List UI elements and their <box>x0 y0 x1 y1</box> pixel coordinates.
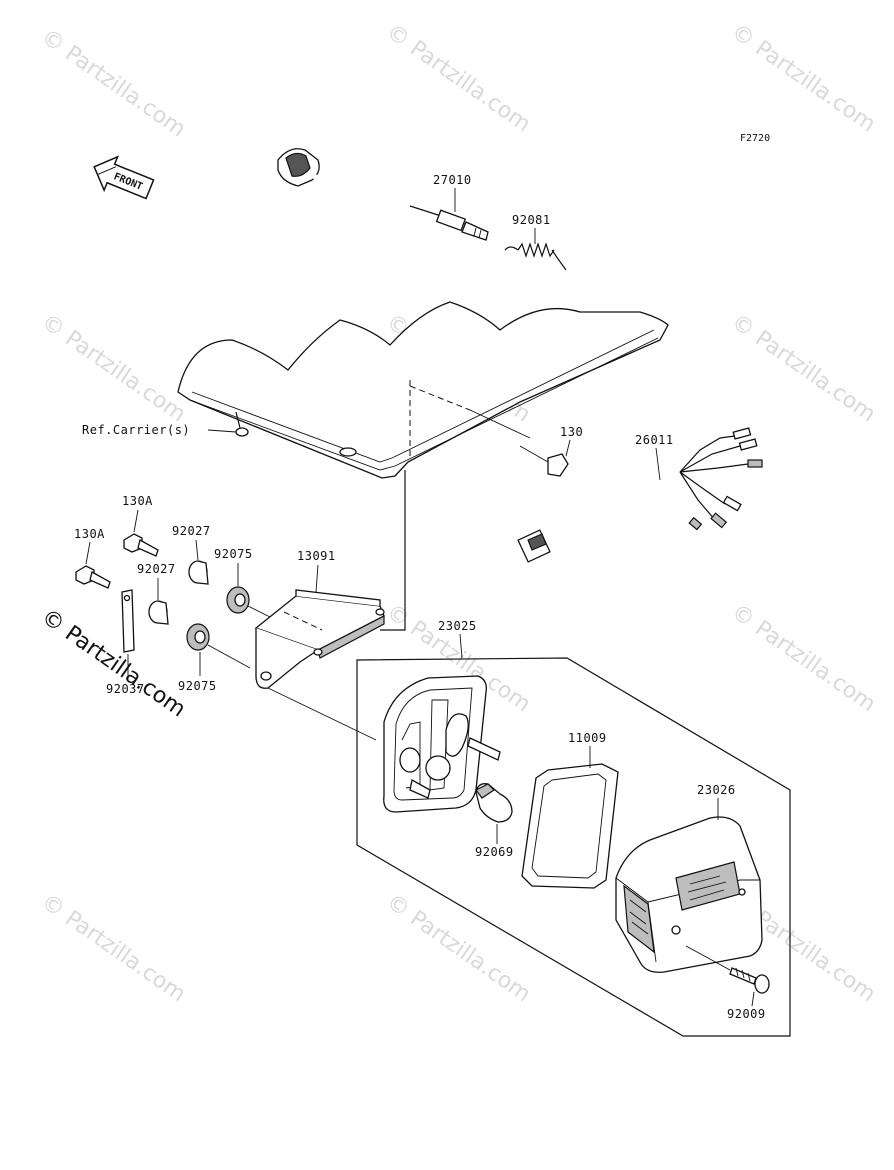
watermark: © Partzilla.com <box>382 889 535 1007</box>
part-13091-bracket <box>254 589 385 689</box>
label-92075-bottom: 92075 <box>178 679 217 693</box>
watermark: © Partzilla.com <box>727 19 880 137</box>
label-13091: 13091 <box>297 549 336 563</box>
label-26011: 26011 <box>635 433 674 447</box>
assembly-23025-outline <box>356 657 791 1037</box>
label-130A-top: 130A <box>122 494 153 508</box>
label-130: 130 <box>560 425 583 439</box>
part-lamp-base <box>383 675 501 813</box>
watermark: © Partzilla.com <box>382 19 535 137</box>
carrier-ref <box>177 301 669 479</box>
watermark: © Partzilla.com <box>727 309 880 427</box>
label-23026: 23026 <box>697 783 736 797</box>
part-92027-collar-top <box>188 560 209 585</box>
watermark: © Partzilla.com <box>37 24 190 142</box>
part-92075-grommet-bottom <box>186 623 210 651</box>
part-27010-switch <box>277 148 489 241</box>
part-11009-gasket <box>521 763 619 889</box>
part-23026-lens <box>615 816 763 973</box>
part-130A-bolt-top <box>123 533 159 557</box>
part-92027-collar-mid <box>148 600 169 625</box>
label-27010: 27010 <box>433 173 472 187</box>
label-23025: 23025 <box>438 619 477 633</box>
part-130A-bolt-left <box>75 565 111 589</box>
label-92009: 92009 <box>727 1007 766 1021</box>
figure-code: F2720 <box>740 133 770 144</box>
label-92075-top: 92075 <box>214 547 253 561</box>
part-26011-harness <box>517 427 763 563</box>
label-92081: 92081 <box>512 213 551 227</box>
label-92027-top: 92027 <box>172 524 211 538</box>
part-92075-grommet-top <box>226 586 250 614</box>
watermark: © Partzilla.com <box>37 889 190 1007</box>
label-92027-mid: 92027 <box>137 562 176 576</box>
part-92037-strap <box>121 589 135 653</box>
part-92081-spring <box>504 242 567 271</box>
part-92069-bulb <box>475 783 513 823</box>
part-92009-screw <box>685 945 770 994</box>
front-arrow-icon: FRONT <box>93 155 155 200</box>
label-92069: 92069 <box>475 845 514 859</box>
label-11009: 11009 <box>568 731 607 745</box>
label-92037: 92037 <box>106 682 145 696</box>
watermark: © Partzilla.com <box>727 599 880 717</box>
label-ref-carrier: Ref.Carrier(s) <box>82 423 190 437</box>
watermark: © Partzilla.com <box>37 309 190 427</box>
label-130A-left: 130A <box>74 527 105 541</box>
watermark-group: © Partzilla.com © Partzilla.com © Partzi… <box>37 19 880 1007</box>
part-130-bolt <box>519 445 569 477</box>
